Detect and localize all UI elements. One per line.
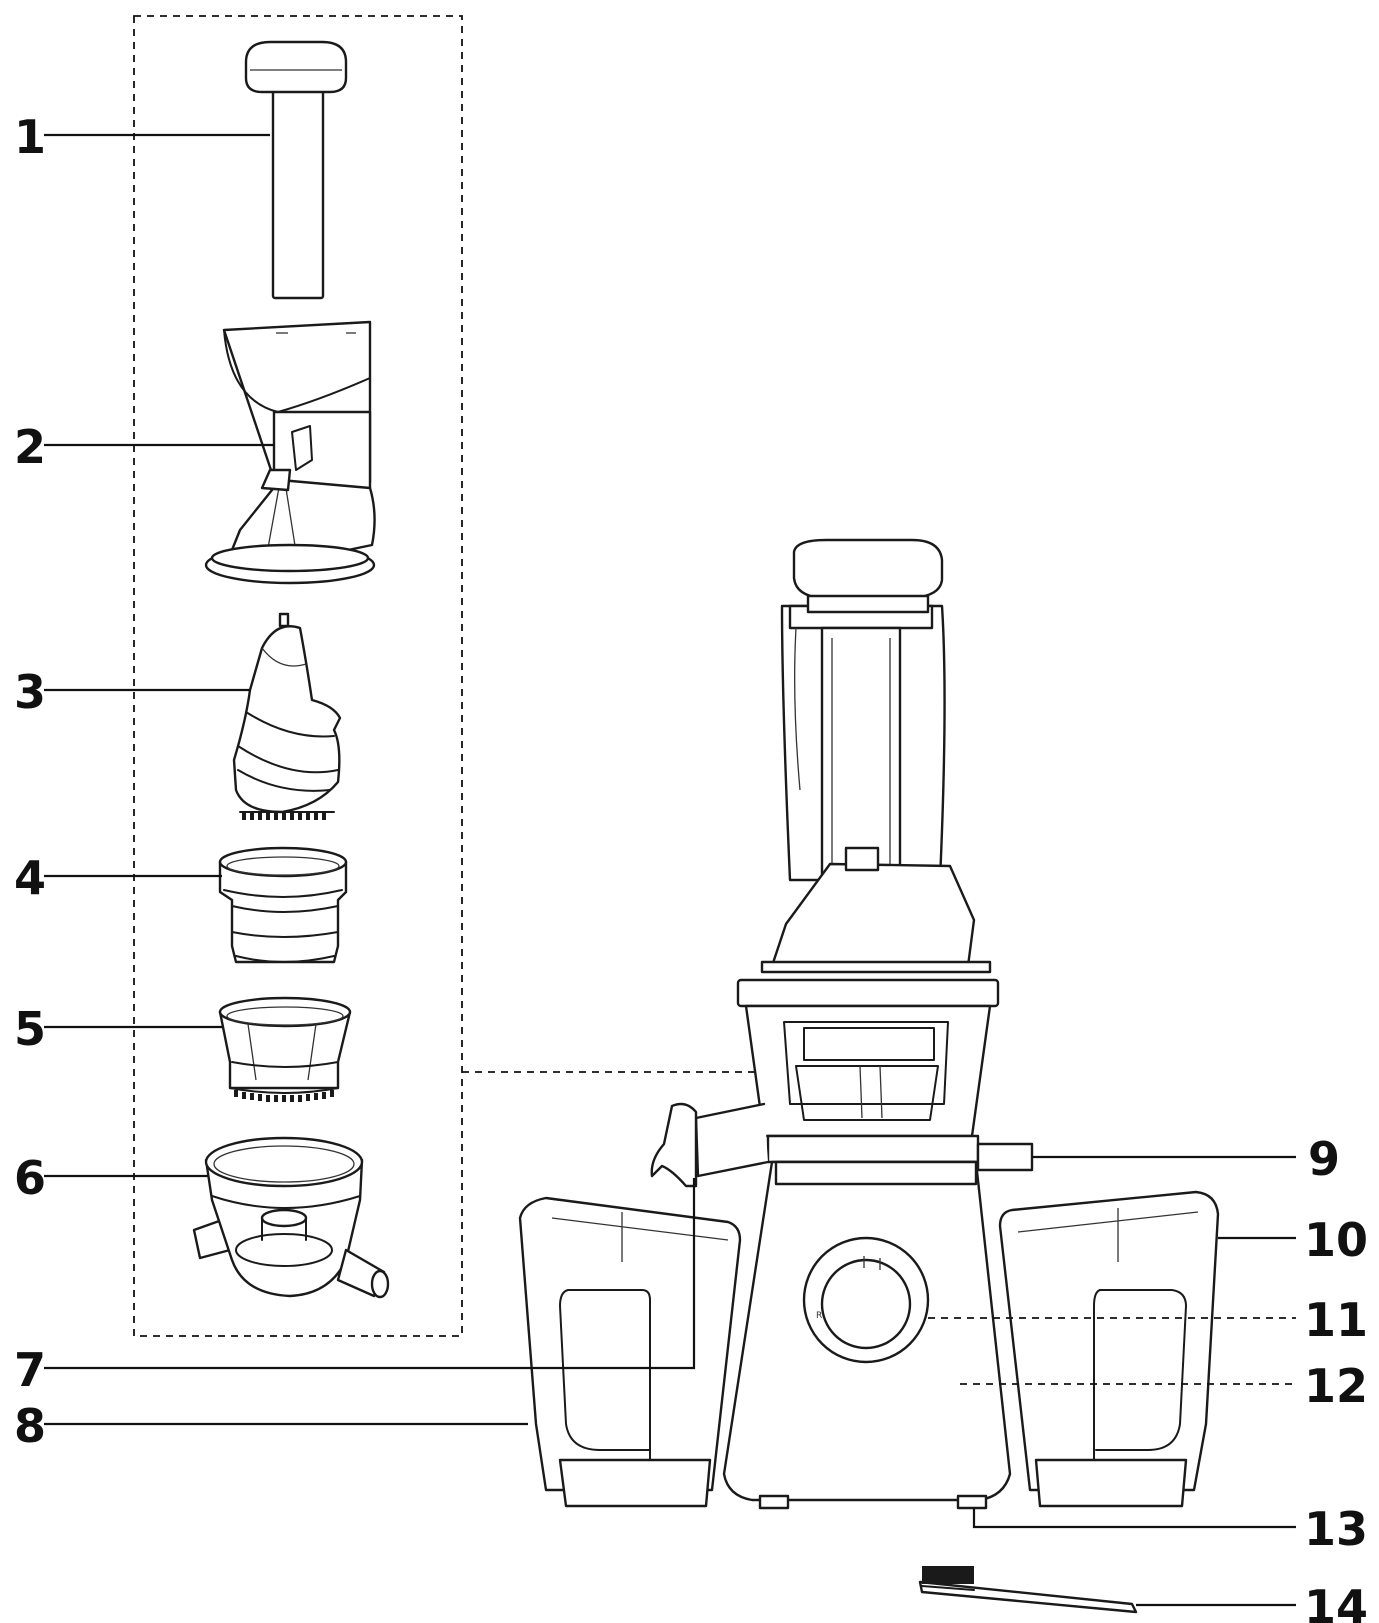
- assembled-juicer: R: [650, 538, 1034, 1510]
- juice-container: [998, 1190, 1220, 1508]
- callout-9: 9: [1308, 1132, 1340, 1186]
- part-auger: [232, 612, 342, 820]
- part-brush-holder: [218, 846, 348, 964]
- callout-6: 6: [14, 1151, 46, 1205]
- callout-numbers: 1 2 3 4 5 6 7 8 9 10 11 12 13 14: [14, 110, 1368, 1623]
- callout-1: 1: [14, 110, 46, 164]
- cleaning-brush: [918, 1566, 1138, 1614]
- part-pusher: [244, 40, 348, 300]
- callout-13: 13: [1304, 1502, 1368, 1556]
- callout-12: 12: [1304, 1359, 1368, 1413]
- callout-8: 8: [14, 1399, 46, 1453]
- parts-group-box: [133, 15, 463, 1337]
- callout-4: 4: [14, 851, 46, 905]
- leader-lines: [44, 133, 1296, 1607]
- callout-3: 3: [14, 665, 46, 719]
- callout-2: 2: [14, 420, 46, 474]
- callout-7: 7: [14, 1343, 46, 1397]
- callout-11: 11: [1304, 1293, 1368, 1347]
- pulp-container: [518, 1196, 742, 1508]
- callout-5: 5: [14, 1002, 46, 1056]
- part-juicing-bowl: [192, 1136, 390, 1299]
- callout-14: 14: [1304, 1580, 1368, 1623]
- part-hopper: [204, 320, 376, 585]
- part-juicing-screen: [218, 996, 352, 1102]
- callout-10: 10: [1304, 1213, 1368, 1267]
- svg-text:R: R: [816, 1311, 822, 1321]
